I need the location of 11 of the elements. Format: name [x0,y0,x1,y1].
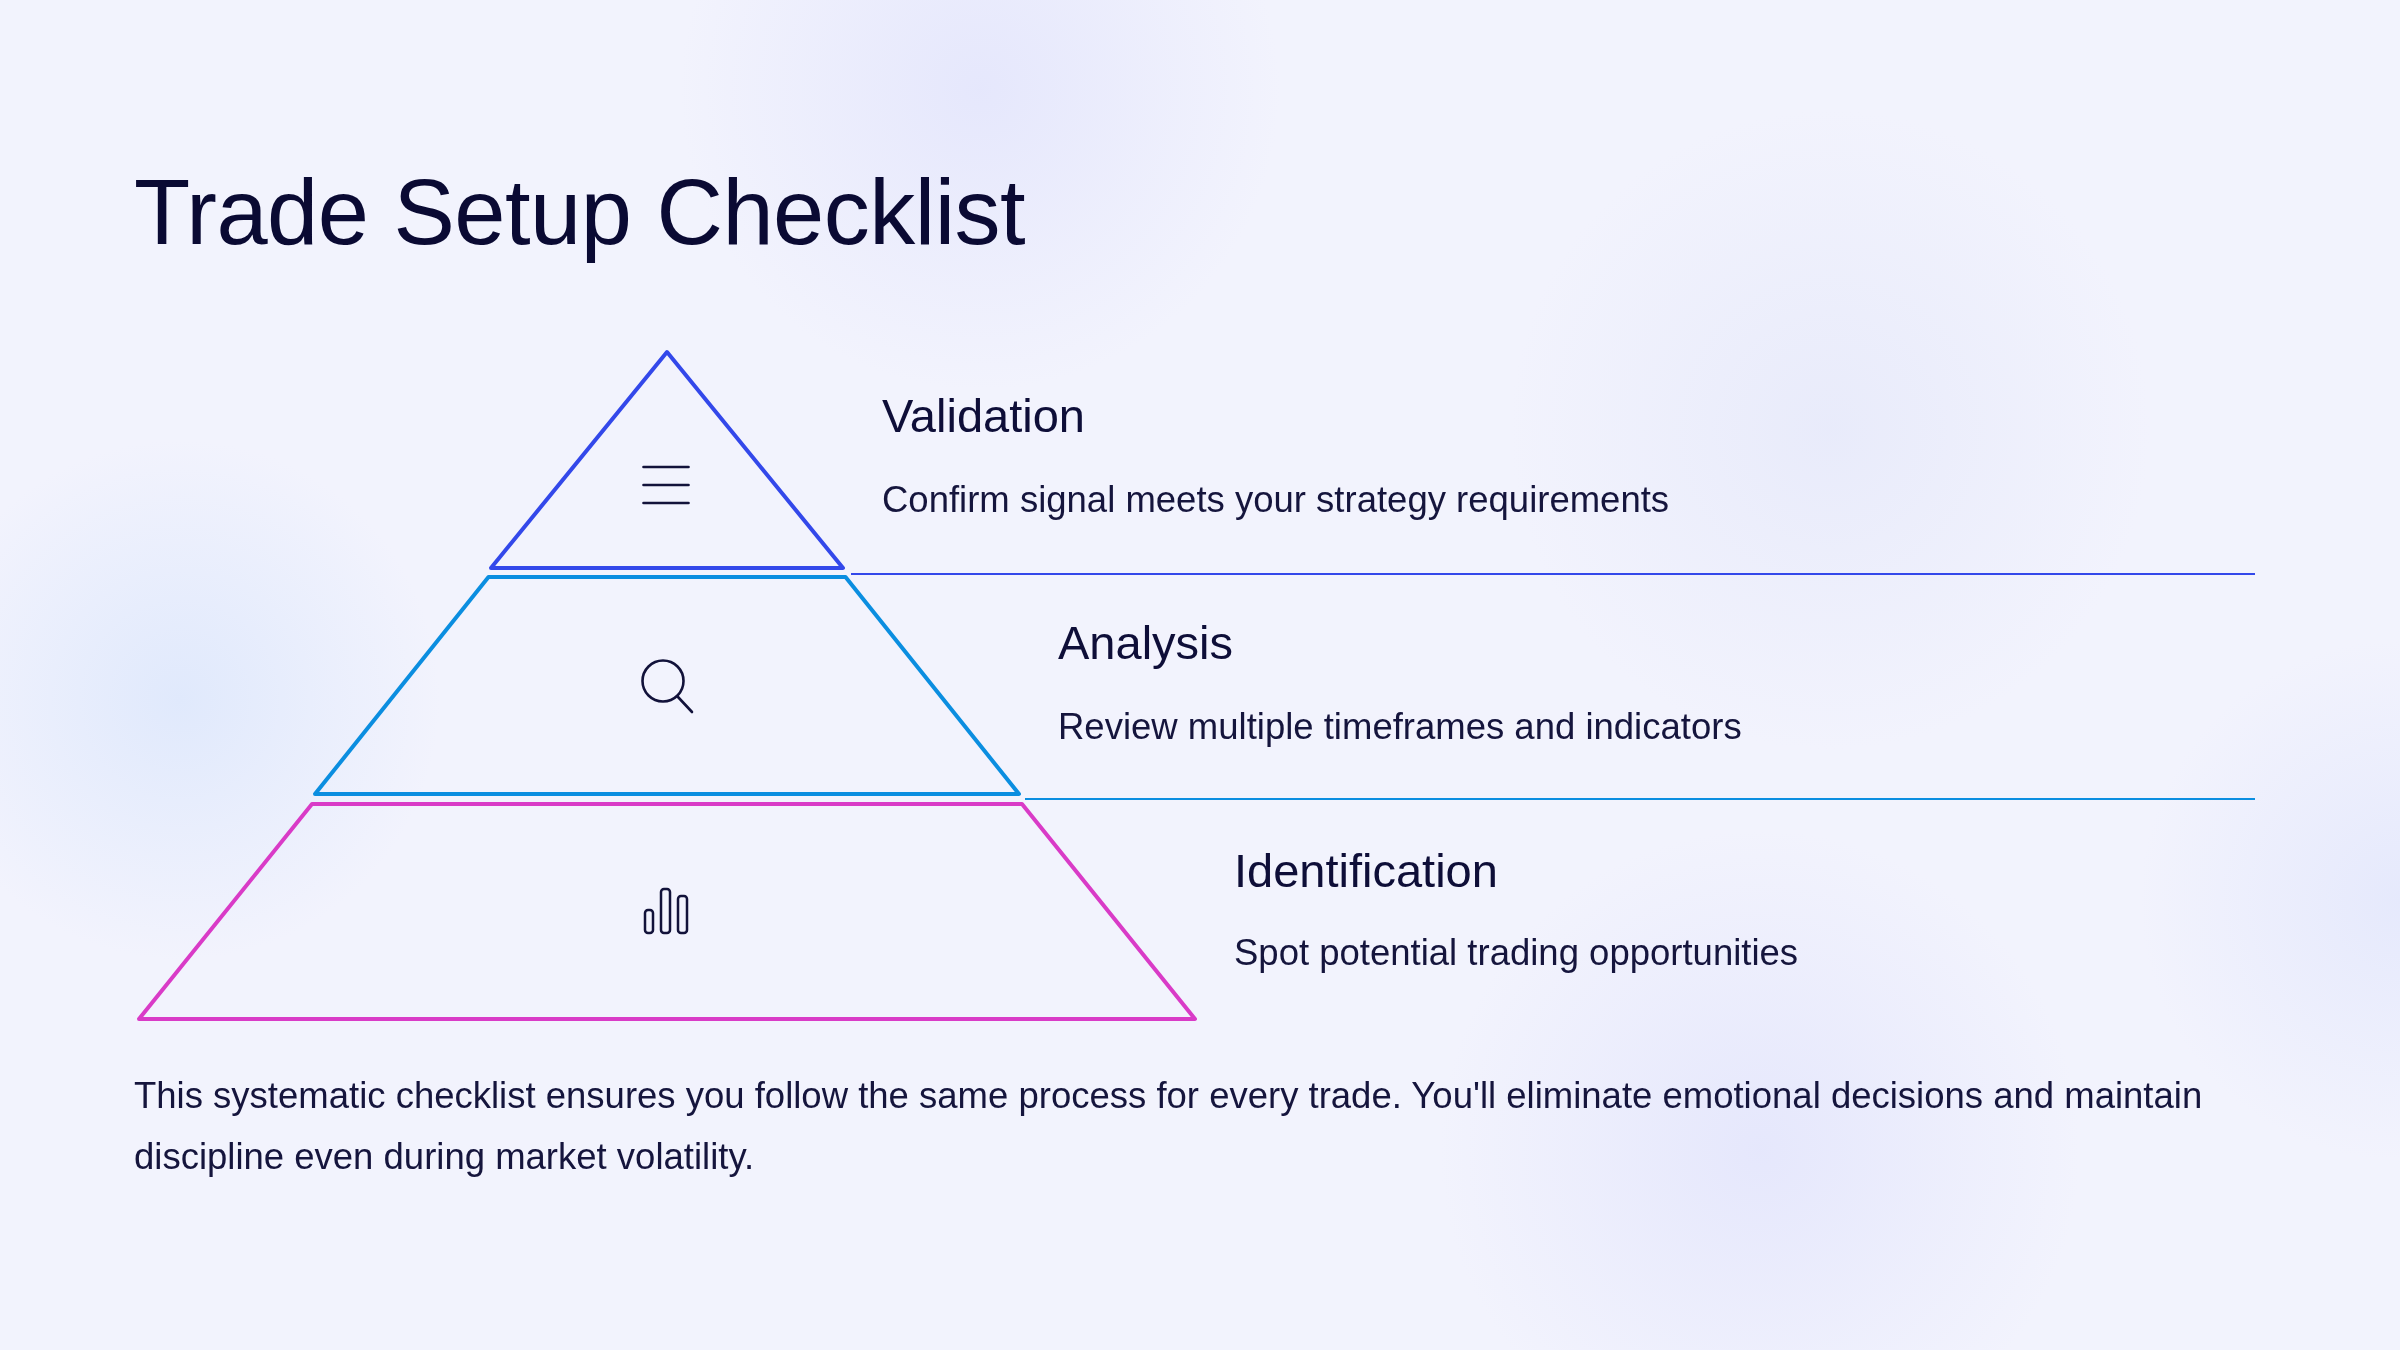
tier-heading: Validation [882,388,1085,444]
tier-description: Review multiple timeframes and indicators [1058,705,1742,749]
caption-paragraph: This systematic checklist ensures you follow the same process for every trade. You'll eliminate emotional decisions and maintain discipline even during market volatility. [134,1074,2204,1179]
tier-heading: Analysis [1058,615,1233,671]
tier-description: Spot potential trading opportunities [1234,931,1799,975]
tier-heading: Identification [1234,843,1498,899]
title: Trade Setup Checklist [134,160,1026,265]
pyramid-tier-trapezoid [311,573,1023,798]
tier-description: Confirm signal meets your strategy requirements [882,478,1670,522]
pyramid-tier-trapezoid [135,800,1199,1023]
pyramid-top-triangle [487,348,847,572]
